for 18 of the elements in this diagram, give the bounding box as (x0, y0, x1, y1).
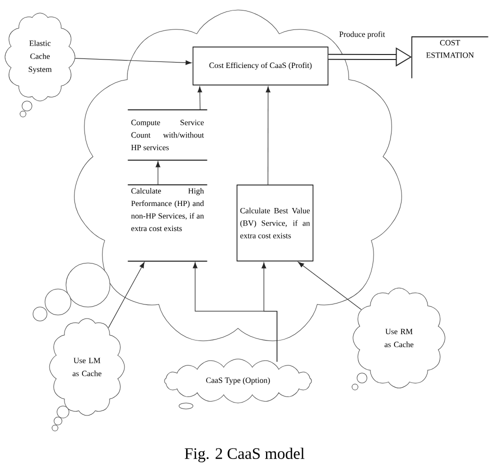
arrow (298, 262, 362, 310)
process-box: Cost Efficiency of CaaS (Profit) (192, 46, 328, 86)
caption: Fig. 2 CaaS model (184, 448, 304, 462)
process-box: Calculate Best Value (BV) Service, if an extra cost exists (236, 184, 314, 262)
thought-cloud: Use RM as Cache (352, 288, 446, 390)
arrow (198, 86, 202, 110)
thought-cloud: Use LM as Cache (49, 318, 125, 432)
process-box: Calculate High Performance (HP) and non-HP Services, if an extra cost exists (127, 184, 208, 262)
arrow (156, 161, 160, 186)
arrow (74, 58, 192, 65)
arrow (108, 262, 145, 328)
edge-label: Produce profit (338, 30, 386, 40)
process-box: COST ESTIMATION (411, 36, 489, 79)
thought-cloud: Elastic Cache System (4, 12, 76, 118)
process-box: Compute Service Count with/without HP services (127, 109, 208, 161)
arrow (266, 86, 270, 185)
arrow (262, 262, 278, 362)
thought-cloud: CaaS Type (Option) (164, 358, 312, 410)
